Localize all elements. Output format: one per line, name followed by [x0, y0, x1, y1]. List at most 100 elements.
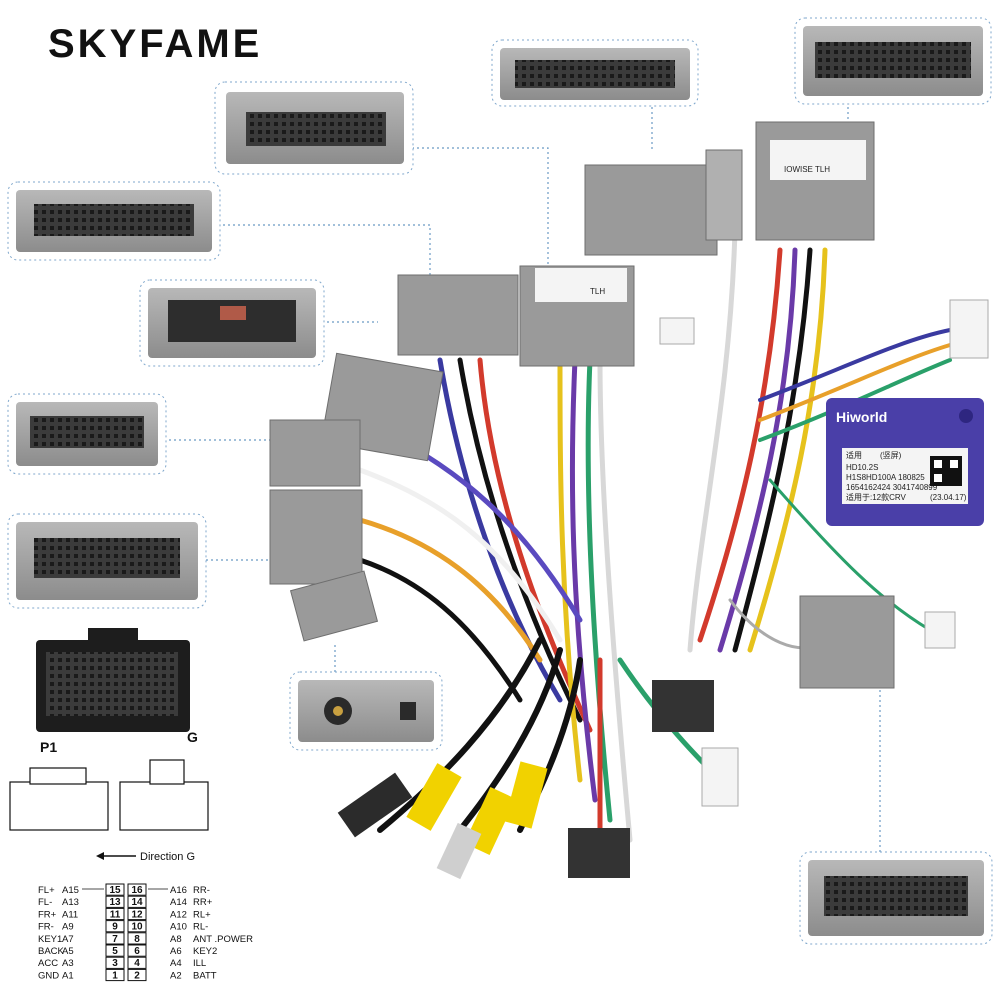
antenna-plug [337, 772, 413, 838]
pin-number: 12 [131, 909, 143, 920]
white-connector [701, 747, 739, 807]
pin-function: FL+ [38, 885, 55, 896]
rca-yellow [504, 761, 548, 829]
pin-number: 6 [134, 946, 140, 957]
pin-cell [127, 920, 147, 933]
pin-id: A9 [62, 922, 74, 933]
pin-number: 4 [134, 958, 140, 969]
pin-cell [127, 907, 147, 921]
pin-number: 13 [109, 897, 121, 908]
pin-id: A1 [62, 970, 74, 981]
pin-function: KEY1 [38, 934, 62, 945]
pin-id: A13 [62, 897, 79, 908]
pin-id: A7 [62, 934, 74, 945]
pin-id: A16 [170, 885, 187, 896]
white-connector [924, 611, 956, 649]
pin-function: BATT [193, 970, 217, 981]
pin-id: A2 [170, 970, 182, 981]
svg-text:H1S8HD100A: H1S8HD100A [846, 473, 897, 482]
pin-number: 14 [131, 897, 143, 908]
pin-function: BACK [38, 946, 65, 957]
rca-yellow [406, 763, 462, 831]
direction-arrow [96, 852, 136, 860]
pin-number: 1 [112, 970, 118, 981]
pin-function: RL+ [193, 909, 211, 920]
pin-number: 10 [131, 922, 143, 933]
plug-left-3 [289, 570, 379, 642]
svg-text:适用于:12款CRV: 适用于:12款CRV [846, 492, 907, 502]
pin-cell [127, 956, 147, 969]
pin-number: 7 [112, 934, 118, 945]
pin-cell [127, 932, 147, 945]
svg-text:适用: 适用 [846, 450, 862, 460]
pin-number: 3 [112, 958, 118, 969]
plug-small [705, 149, 743, 241]
pin-cell [105, 895, 125, 908]
pin-function: GND [38, 970, 59, 981]
svg-text:1654162424 3041740899: 1654162424 3041740899 [846, 483, 938, 492]
pin-id: A11 [62, 909, 78, 920]
pin-number: 16 [131, 885, 143, 896]
pin-function: FL- [38, 897, 52, 908]
pin-number: 9 [112, 922, 118, 933]
iso-connector-photo [36, 628, 190, 732]
white-connector [949, 299, 989, 359]
pin-id: A6 [170, 946, 182, 957]
pin-id: A15 [62, 885, 79, 896]
module-brand: Hiworld [836, 409, 887, 425]
pin-function: ILL [193, 958, 206, 969]
sticker-text: TLH [590, 287, 605, 296]
plug-group: TLH IOWISE TLH [269, 121, 989, 880]
pin-cell [105, 944, 125, 957]
plug-left-2 [269, 489, 363, 585]
pin-cell [105, 968, 125, 982]
plug-black-bottom [568, 828, 630, 878]
plug-top-right [584, 164, 718, 256]
pin-function: ACC [38, 958, 58, 969]
pin-cell [127, 968, 147, 982]
connector-line-drawings [9, 759, 209, 831]
direction-label: Direction G [140, 851, 195, 863]
plug-sticker [535, 268, 627, 302]
antenna-face [298, 680, 434, 742]
pin-function: FR+ [38, 909, 57, 920]
pin-number: 5 [112, 946, 118, 957]
pin-id: A8 [170, 934, 182, 945]
pin-number: 15 [109, 885, 121, 896]
pin-function: ANT .POWER [193, 934, 253, 945]
module-model: HD10.2S [846, 463, 878, 472]
plug-bottom-right [799, 595, 895, 689]
white-connector [659, 317, 695, 345]
pin-cell [127, 883, 147, 896]
pin-cell [127, 895, 147, 908]
pin-function: RR- [193, 885, 210, 896]
plug-left-1 [269, 419, 361, 487]
pin-id: A3 [62, 958, 74, 969]
pin-cell [105, 932, 125, 945]
pin-number: 8 [134, 934, 140, 945]
svg-text:(23.04.17): (23.04.17) [930, 493, 967, 502]
pin-cell [105, 920, 125, 933]
pin-id: A4 [170, 958, 182, 969]
plug-right-large [755, 121, 875, 241]
pin-function: FR- [38, 922, 54, 933]
pin-function: RR+ [193, 897, 213, 908]
sticker-text: IOWISE TLH [784, 165, 830, 174]
pin-cell [105, 956, 125, 969]
pin-cell [105, 883, 125, 896]
plug-left-large [397, 274, 519, 356]
pin-function: RL- [193, 922, 208, 933]
pin-cell [105, 907, 125, 921]
svg-text:(竖屏): (竖屏) [880, 451, 902, 460]
canbus-module: Hiworld 适用 (竖屏) HD10.2S H1S8HD100A 18082… [826, 398, 984, 526]
plug-black [652, 680, 714, 732]
g-label: G [187, 729, 198, 745]
plug-sticker [770, 140, 866, 180]
leader-line [218, 224, 431, 280]
connector-face-group [7, 17, 993, 945]
wire-bundle [357, 227, 952, 843]
pin-number: 11 [110, 909, 121, 920]
pin-number: 2 [134, 970, 140, 981]
pin-id: A10 [170, 922, 187, 933]
